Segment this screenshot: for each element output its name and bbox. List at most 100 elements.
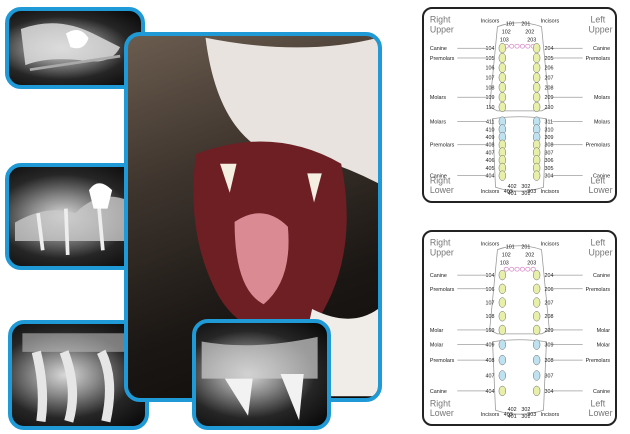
tooth-group-label: Premolars: [586, 287, 611, 293]
incisor-tooth: [519, 266, 525, 272]
tooth-number: 209: [544, 328, 553, 334]
tooth-shape: [498, 311, 507, 322]
tooth-shape: [498, 170, 507, 181]
tooth-group-label: Molars: [430, 120, 446, 126]
tooth-number: 404: [486, 389, 495, 395]
left-upper-label-1: Left: [591, 15, 606, 25]
incisor-tooth: [503, 266, 509, 272]
tooth-number: 204: [544, 46, 553, 52]
tooth-shape: [498, 339, 507, 350]
tooth-number: 110: [486, 105, 495, 111]
tooth-number: 308: [544, 358, 553, 364]
tooth-group-label: Molars: [430, 95, 446, 101]
right-upper-label-2: Upper: [430, 25, 454, 35]
tooth-group-label: Incisors: [481, 19, 500, 25]
incisor-tooth: [525, 43, 531, 49]
tooth-group-label: Canine: [430, 389, 447, 395]
tooth-shape: [532, 354, 541, 366]
tooth-number: 409: [486, 343, 495, 349]
incisor-tooth: [530, 266, 536, 272]
left-lower-label-1: Left: [591, 175, 606, 185]
tooth-number: 409: [486, 135, 495, 141]
right-upper-label-1: Right: [430, 238, 451, 248]
tooth-shape: [498, 370, 507, 381]
tooth-shape: [498, 269, 507, 281]
tooth-number: 207: [544, 300, 553, 306]
tooth-number: 301: [521, 414, 530, 420]
tooth-group-label: Molar: [597, 328, 611, 334]
tooth-number: 401: [508, 191, 517, 197]
tooth-group-label: Premolars: [586, 56, 611, 62]
xray-image: [22, 333, 134, 423]
tooth-shape: [498, 92, 507, 103]
tooth-number: 109: [486, 328, 495, 334]
right-upper-label-2: Upper: [430, 248, 454, 258]
tooth-group-label: Molars: [594, 120, 610, 126]
tooth-shape: [498, 324, 507, 336]
xray-image: [14, 183, 136, 255]
tooth-number: 308: [544, 143, 553, 149]
tooth-number: 103: [500, 37, 509, 43]
tooth-number: 402: [508, 184, 517, 190]
tooth-shape: [532, 297, 541, 308]
tooth-number: 403: [504, 412, 513, 418]
right-lower-label-1: Right: [430, 398, 451, 408]
tooth-number: 307: [544, 150, 553, 156]
tooth-shape: [532, 269, 541, 281]
tooth-group-label: Molar: [430, 328, 444, 334]
tooth-group-label: Incisors: [541, 189, 560, 195]
tooth-group-label: Incisors: [481, 412, 500, 418]
tooth-number: 406: [486, 158, 495, 164]
tooth-group-label: Premolars: [430, 358, 455, 364]
tooth-number: 306: [544, 158, 553, 164]
tooth-number: 302: [521, 184, 530, 190]
tooth-number: 104: [486, 273, 495, 279]
tooth-number: 305: [544, 166, 553, 172]
left-lower-label-2: Lower: [589, 185, 613, 195]
tooth-group-label: Canine: [593, 174, 610, 180]
tooth-shape: [498, 101, 507, 113]
tooth-shape: [532, 62, 541, 73]
tooth-number: 411: [486, 120, 495, 126]
incisor-tooth: [509, 43, 515, 49]
tooth-shape: [498, 72, 507, 83]
tooth-number: 201: [521, 245, 530, 251]
tooth-number: 204: [544, 273, 553, 279]
tooth-shape: [498, 82, 507, 93]
tooth-number: 407: [486, 150, 495, 156]
tooth-number: 106: [486, 66, 495, 72]
incisor-tooth: [519, 43, 525, 49]
tooth-number: 307: [544, 373, 553, 379]
tooth-number: 206: [544, 66, 553, 72]
tooth-shape: [498, 297, 507, 308]
tooth-group-label: Premolars: [586, 358, 611, 364]
tooth-number: 104: [486, 46, 495, 52]
tooth-shape: [498, 43, 507, 54]
tooth-number: 403: [504, 189, 513, 195]
tooth-shape: [532, 324, 541, 336]
right-lower-label-1: Right: [430, 175, 451, 185]
incisor-tooth: [514, 43, 520, 49]
tooth-group-label: Premolars: [430, 143, 455, 149]
tooth-group-label: Molar: [430, 343, 444, 349]
tooth-group-label: Premolars: [586, 143, 611, 149]
tooth-shape: [498, 354, 507, 366]
tooth-number: 408: [486, 358, 495, 364]
tooth-group-label: Incisors: [541, 19, 560, 25]
tooth-group-label: Incisors: [541, 412, 560, 418]
tooth-shape: [532, 43, 541, 54]
tooth-shape: [498, 62, 507, 73]
tooth-group-label: Canine: [593, 46, 610, 52]
tooth-shape: [532, 311, 541, 322]
tooth-number: 401: [508, 414, 517, 420]
tooth-group-label: Canine: [430, 174, 447, 180]
tooth-number: 103: [500, 260, 509, 266]
tooth-number: 205: [544, 56, 553, 62]
tooth-number: 101: [506, 245, 515, 251]
tooth-number: 304: [544, 389, 553, 395]
tooth-number: 107: [486, 76, 495, 82]
